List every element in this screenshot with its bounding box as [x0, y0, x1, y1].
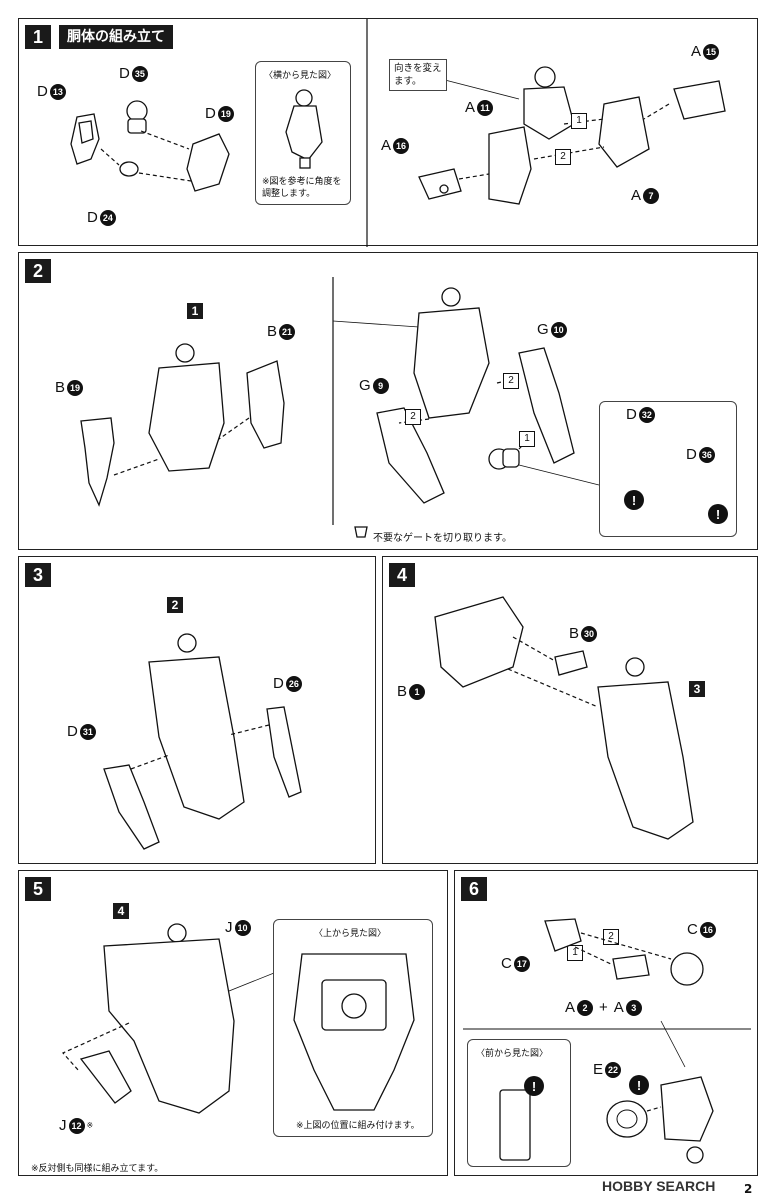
front-view-art — [499, 1089, 531, 1161]
caution-icon: ! — [524, 1076, 544, 1096]
top-view-note: ※上図の位置に組み付けます。 — [296, 1121, 420, 1131]
step-number: 1 — [25, 25, 51, 49]
step-number: 4 — [389, 563, 415, 587]
step-title: 胴体の組み立て — [59, 25, 173, 49]
step1-parts-art — [70, 19, 726, 247]
caution-icon: ! — [629, 1075, 649, 1095]
step-number: 5 — [25, 877, 51, 901]
subassembly-ref: 2 — [167, 597, 183, 613]
subassembly-ref: 3 — [689, 681, 705, 697]
mirror-note: ※反対側も同様に組み立てます。 — [31, 1164, 164, 1174]
step6-parts-art — [463, 918, 751, 1164]
watermark: HOBBY SEARCH — [602, 1178, 716, 1194]
subassembly-ref: 1 — [187, 303, 203, 319]
top-view-art — [293, 953, 415, 1111]
subassembly-ref: 4 — [113, 903, 129, 919]
caution-icon: ! — [624, 490, 644, 510]
step-number: 3 — [25, 563, 51, 587]
order-marker: 1 — [519, 431, 535, 447]
top-view-title: 〈上から見た図〉 — [314, 929, 387, 939]
caution-icon: ! — [708, 504, 728, 524]
order-marker: 2 — [503, 373, 519, 389]
order-marker: 1 — [567, 945, 583, 961]
top-view-inset: 〈上から見た図〉 ※上図の位置に組み付けます。 — [273, 919, 433, 1137]
order-marker: 2 — [603, 929, 619, 945]
order-marker: 2 — [405, 409, 421, 425]
side-view-note: ※図を参考に角度を調整します。 — [262, 177, 342, 199]
front-view-inset: 〈前から見た図〉 ! — [467, 1039, 571, 1167]
side-view-art — [285, 89, 323, 169]
gate-note: 不要なゲートを切り取ります。 — [373, 533, 512, 544]
side-view-inset: 〈横から見た図〉 ※図を参考に角度を調整します。 — [255, 61, 351, 205]
order-marker: 1 — [571, 113, 587, 129]
step5-parts-art — [62, 923, 290, 1114]
side-view-title: 〈横から見た図〉 — [264, 71, 337, 81]
order-marker: 2 — [555, 149, 571, 165]
step4-parts-art — [434, 596, 694, 840]
direction-note: 向きを変えます。 — [389, 59, 447, 91]
front-view-title: 〈前から見た図〉 — [476, 1049, 549, 1059]
page-number: 2 — [744, 1182, 753, 1196]
step-number: 2 — [25, 259, 51, 283]
step3-parts-art — [103, 633, 302, 850]
step-number: 6 — [461, 877, 487, 901]
